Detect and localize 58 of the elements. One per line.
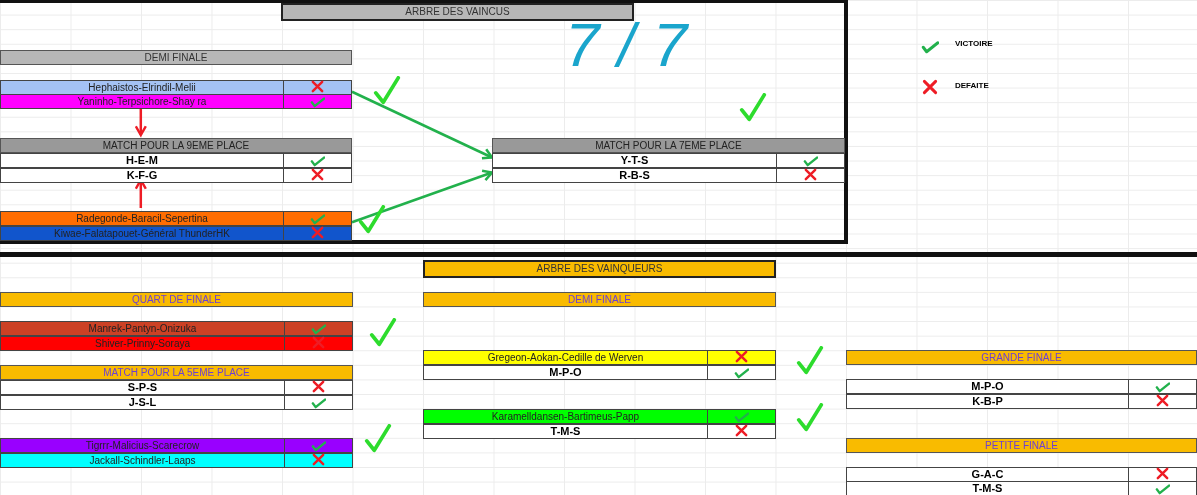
team-code: J-S-L (127, 396, 158, 409)
team-row (0, 168, 352, 183)
team-code: S-P-S (126, 381, 159, 394)
team-name: Tigrrr-Malicius-Scarecrow (84, 439, 201, 452)
section-title: ARBRE DES VAINQUEURS (423, 260, 776, 278)
team-row (423, 350, 776, 365)
arrow (351, 90, 494, 160)
team-name: Kiwae-Falatapouet-Général ThunderHK (53, 227, 231, 240)
team-code: T-M-S (549, 425, 582, 438)
team-code: T-M-S (971, 482, 1004, 495)
round-header: DEMI FINALE (423, 292, 776, 307)
team-name: Jackall-Schindler-Laaps (88, 454, 197, 467)
legend-label: DEFAITE (955, 81, 989, 90)
team-name: Shiver-Prinny-Soraya (93, 337, 191, 350)
team-row (423, 365, 776, 380)
team-code: G-A-C (970, 468, 1005, 481)
team-row (492, 153, 845, 168)
team-code: H-E-M (125, 154, 159, 167)
team-code: K-B-P (971, 395, 1004, 408)
team-code: Y-T-S (619, 154, 650, 167)
team-row (0, 395, 353, 410)
round-header: MATCH POUR LA 9EME PLACE (0, 138, 352, 153)
team-row (0, 336, 353, 351)
team-name: Karamelldansen-Bartimeus-Papp (490, 410, 641, 423)
round-header: PETITE FINALE (846, 438, 1197, 453)
team-row (846, 394, 1197, 409)
team-code: K-F-G (125, 169, 159, 182)
team-code: M-P-O (970, 380, 1005, 393)
team-name: Hephaistos-Elrindil-Melii (87, 81, 197, 94)
team-row (846, 379, 1197, 394)
team-row (0, 226, 352, 241)
round-header: GRANDE FINALE (846, 350, 1197, 365)
arrow (134, 106, 148, 137)
team-code: R-B-S (618, 169, 651, 182)
team-name: Yaninho-Terpsichore-Shay ra (76, 95, 208, 108)
arrow (351, 169, 494, 224)
team-row (0, 438, 353, 453)
section-title: ARBRE DES VAINCUS (281, 3, 634, 21)
round-header: QUART DE FINALE (0, 292, 353, 307)
team-row (0, 380, 353, 395)
team-row (492, 168, 845, 183)
round-header: DEMI FINALE (0, 50, 352, 65)
team-row (0, 211, 352, 226)
team-row (0, 153, 352, 168)
team-name: Manrek-Pantyn-Onizuka (87, 322, 198, 335)
team-name: Radegonde-Baracil-Sepertina (75, 212, 209, 225)
team-row (0, 321, 353, 336)
section-frame (0, 0, 848, 244)
round-header: MATCH POUR LA 5EME PLACE (0, 365, 353, 380)
round-header: MATCH POUR LA 7EME PLACE (492, 138, 845, 153)
team-row (846, 481, 1197, 495)
team-code: M-P-O (548, 366, 583, 379)
legend-label: VICTOIRE (955, 39, 993, 48)
team-row (423, 409, 776, 424)
team-row (0, 94, 352, 109)
team-row (0, 453, 353, 468)
team-row (423, 424, 776, 439)
team-name: Gregeon-Aokan-Cedille de Werven (486, 351, 645, 364)
